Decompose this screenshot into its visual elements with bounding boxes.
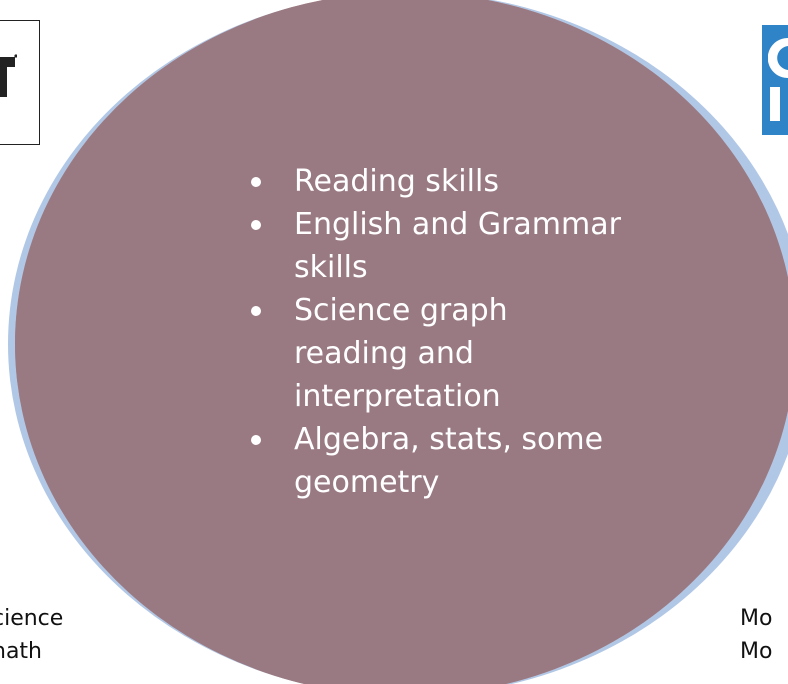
overlap-region <box>15 0 788 684</box>
left-only-line: nath <box>0 639 42 664</box>
bullet-dot <box>251 177 261 187</box>
bullet-dot <box>251 435 261 445</box>
overlap-item: Reading skills <box>248 160 628 203</box>
overlap-item-text: Science graph reading and interpretation <box>294 293 508 414</box>
act-logo-icon <box>0 54 17 97</box>
overlap-item: English and Grammar skills <box>248 203 628 289</box>
act-logo <box>0 20 40 145</box>
overlap-item-text: Algebra, stats, some geometry <box>294 422 604 500</box>
overlap-item: Science graph reading and interpretation <box>248 289 628 418</box>
left-only-text: cience nath <box>0 602 63 668</box>
bullet-dot <box>251 220 261 230</box>
left-only-line: cience <box>0 606 64 631</box>
sat-logo <box>762 25 788 135</box>
overlap-item-text: English and Grammar skills <box>294 207 621 285</box>
overlap-item: Algebra, stats, some geometry <box>248 418 628 504</box>
bullet-dot <box>251 306 261 316</box>
right-only-line: Mo <box>740 606 773 631</box>
right-only-text: Mo Mo <box>740 602 772 668</box>
right-only-line: Mo <box>740 639 773 664</box>
overlap-bullet-list: Reading skills English and Grammar skill… <box>248 160 628 504</box>
overlap-item-text: Reading skills <box>294 164 499 199</box>
sat-logo-icon <box>768 38 788 121</box>
